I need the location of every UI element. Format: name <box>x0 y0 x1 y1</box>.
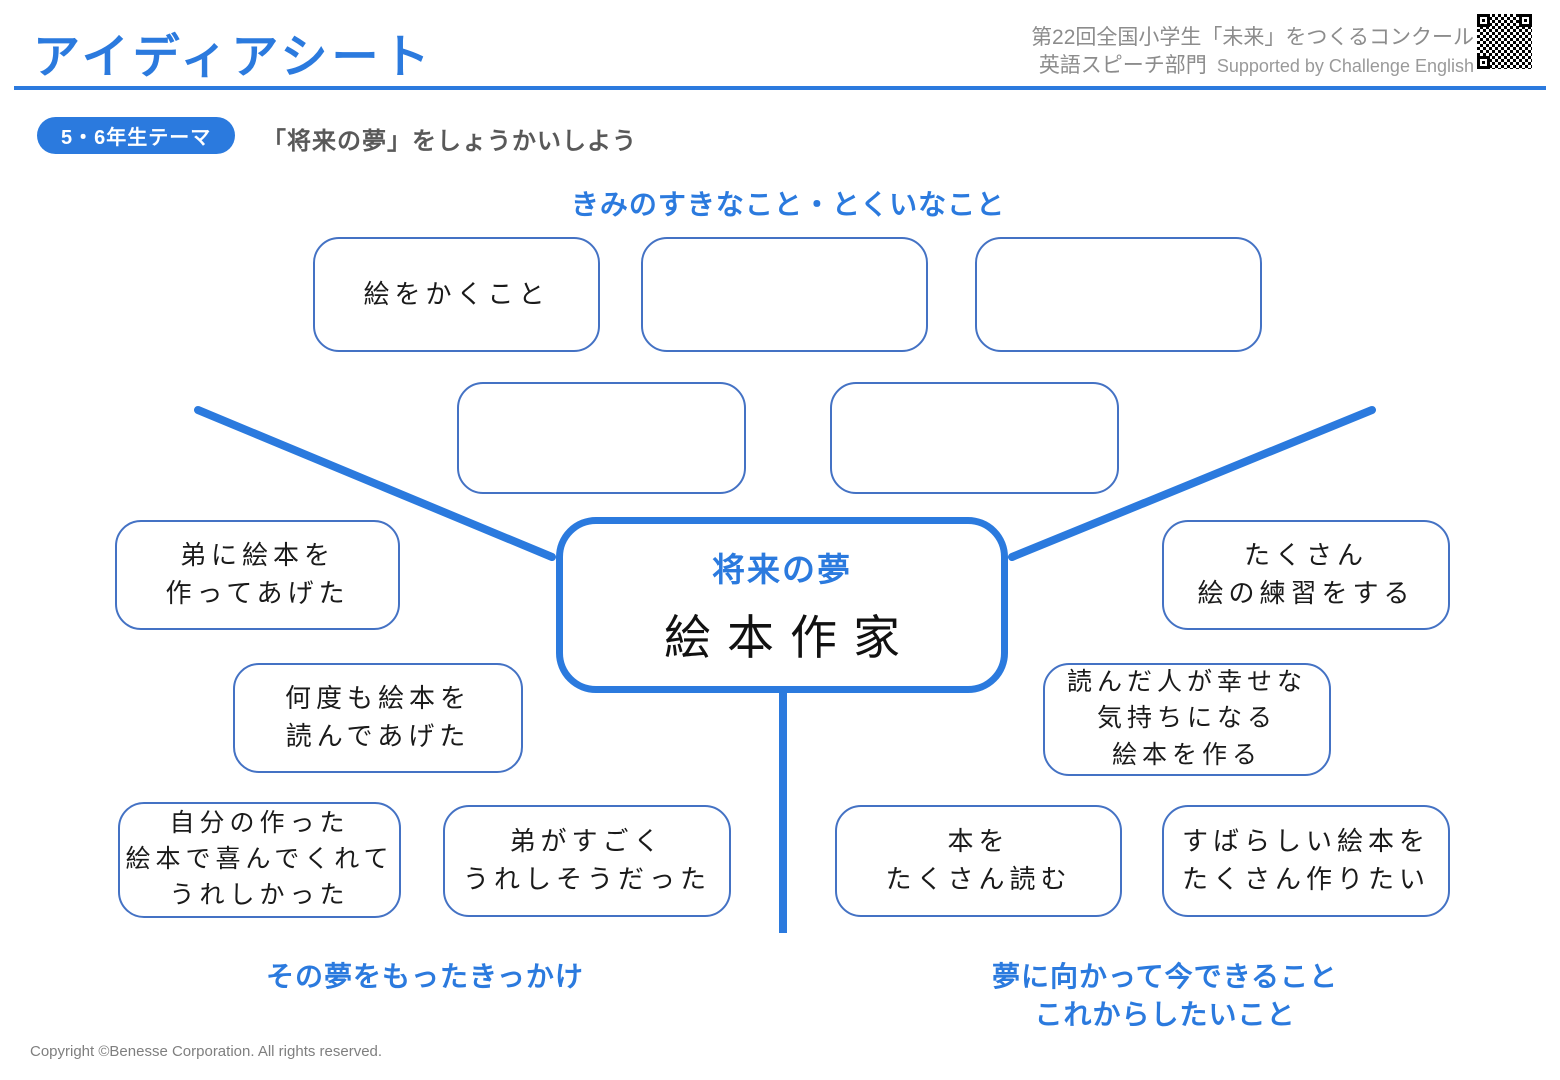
reason-box-3: 自分の作った 絵本で喜んでくれて うれしかった <box>118 802 401 918</box>
likes-box-3-empty <box>975 237 1262 352</box>
section-label-reason: その夢をもったきっかけ <box>266 961 584 992</box>
reason-box-2: 何度も絵本を 読んであげた <box>233 663 523 773</box>
reason-box-1: 弟に絵本を 作ってあげた <box>115 520 400 630</box>
action-box-4: すばらしい絵本を たくさん作りたい <box>1162 805 1450 917</box>
page-title: アイディアシート <box>33 30 434 83</box>
section-label-likes: きみのすきなこと・とくいなこと <box>570 189 1006 220</box>
qr-finder-bottom-left <box>1477 56 1490 69</box>
likes-box-1: 絵をかくこと <box>313 237 600 352</box>
action-box-2: 読んだ人が幸せな 気持ちになる 絵本を作る <box>1043 663 1331 776</box>
qr-finder-top-right <box>1519 14 1532 27</box>
action-box-1: たくさん 絵の練習をする <box>1162 520 1450 630</box>
section-label-actions-line2: これからしたいこと <box>1034 998 1296 1030</box>
contest-name: 第22回全国小学生「未来」をつくるコンクール <box>1031 26 1474 49</box>
central-dream-node: 将来の夢 絵本作家 <box>556 517 1008 693</box>
likes-box-5-empty <box>830 382 1119 494</box>
section-label-actions-line1: 夢に向かって今できること <box>991 961 1339 992</box>
supported-by-label: Supported by Challenge English <box>1216 56 1474 77</box>
likes-box-2-empty <box>641 237 928 352</box>
header-divider <box>14 86 1546 90</box>
theme-title: 「将来の夢」をしょうかいしよう <box>262 128 637 155</box>
grade-theme-badge: 5・6年生テーマ <box>37 117 236 154</box>
action-box-3: 本を たくさん読む <box>835 805 1122 917</box>
dream-label: 将来の夢 <box>712 550 852 588</box>
dream-value: 絵本作家 <box>664 612 916 665</box>
qr-finder-top-left <box>1477 14 1490 27</box>
qr-code-icon <box>1476 13 1533 70</box>
copyright-notice: Copyright ©Benesse Corporation. All righ… <box>30 1043 383 1060</box>
section-label-actions: 夢に向かって今できること これからしたいこと <box>880 958 1450 1034</box>
likes-box-4-empty <box>457 382 746 494</box>
reason-box-4: 弟がすごく うれしそうだった <box>443 805 731 917</box>
